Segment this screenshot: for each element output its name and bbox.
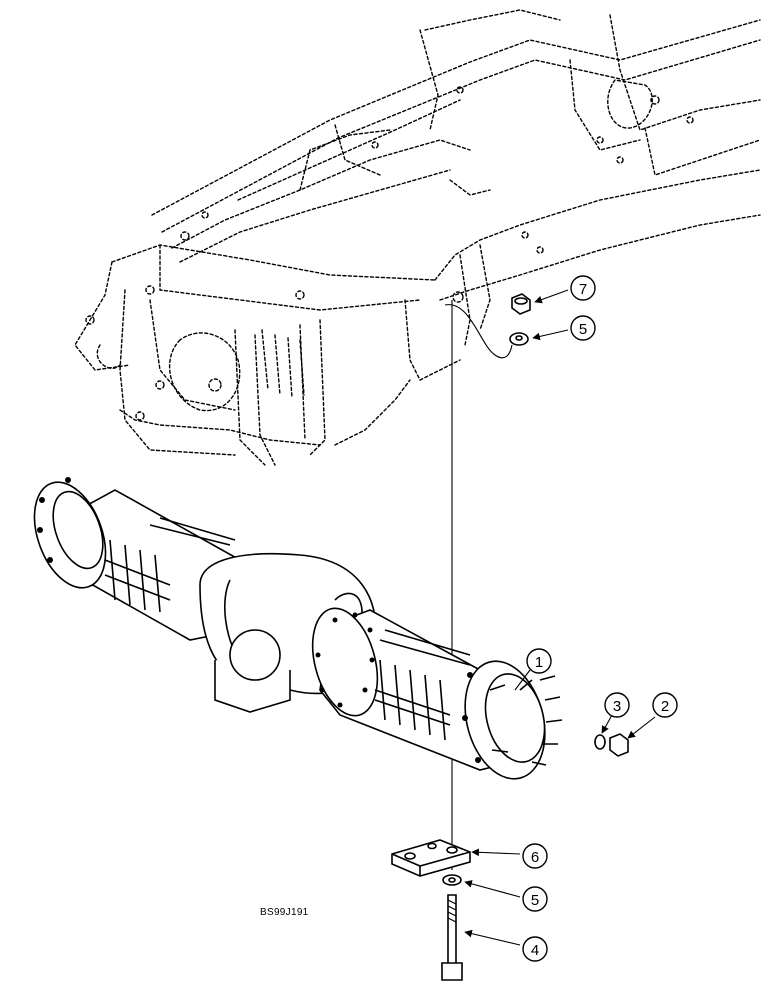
washer-bottom — [442, 874, 462, 886]
leader-6 — [471, 848, 521, 857]
wheel-nut — [609, 733, 629, 757]
leader-wire — [444, 304, 513, 359]
callout-3-label: 3 — [613, 698, 621, 715]
clamp-plate — [391, 839, 471, 877]
figure-code: BS99J191 — [260, 907, 309, 918]
lockwasher — [594, 734, 606, 750]
callout-7: 7 — [570, 275, 596, 301]
callout-4-label: 4 — [531, 942, 539, 959]
callout-5-bottom: 5 — [522, 886, 548, 912]
bolt — [441, 894, 463, 981]
leader-1 — [514, 669, 531, 691]
callout-6: 6 — [522, 843, 548, 869]
callout-4: 4 — [522, 936, 548, 962]
callout-1-label: 1 — [535, 654, 543, 671]
callout-7-label: 7 — [579, 281, 587, 298]
callout-6-label: 6 — [531, 849, 539, 866]
leader-4 — [464, 929, 521, 946]
leader-5-bottom — [464, 880, 521, 898]
callout-5-top: 5 — [570, 315, 596, 341]
leader-7 — [534, 289, 569, 304]
axle-housing — [33, 477, 563, 780]
tractor-frame-outline — [74, 9, 761, 466]
callout-2: 2 — [652, 692, 678, 718]
callout-2-label: 2 — [661, 698, 669, 715]
washer-top — [509, 332, 529, 346]
leader-2 — [627, 716, 656, 739]
callout-5-bottom-label: 5 — [531, 892, 539, 909]
nut-top — [511, 293, 531, 315]
callout-1: 1 — [526, 648, 552, 674]
leader-3 — [601, 714, 613, 734]
leader-5-top — [532, 329, 569, 341]
callout-3: 3 — [604, 692, 630, 718]
callout-5-top-label: 5 — [579, 321, 587, 338]
